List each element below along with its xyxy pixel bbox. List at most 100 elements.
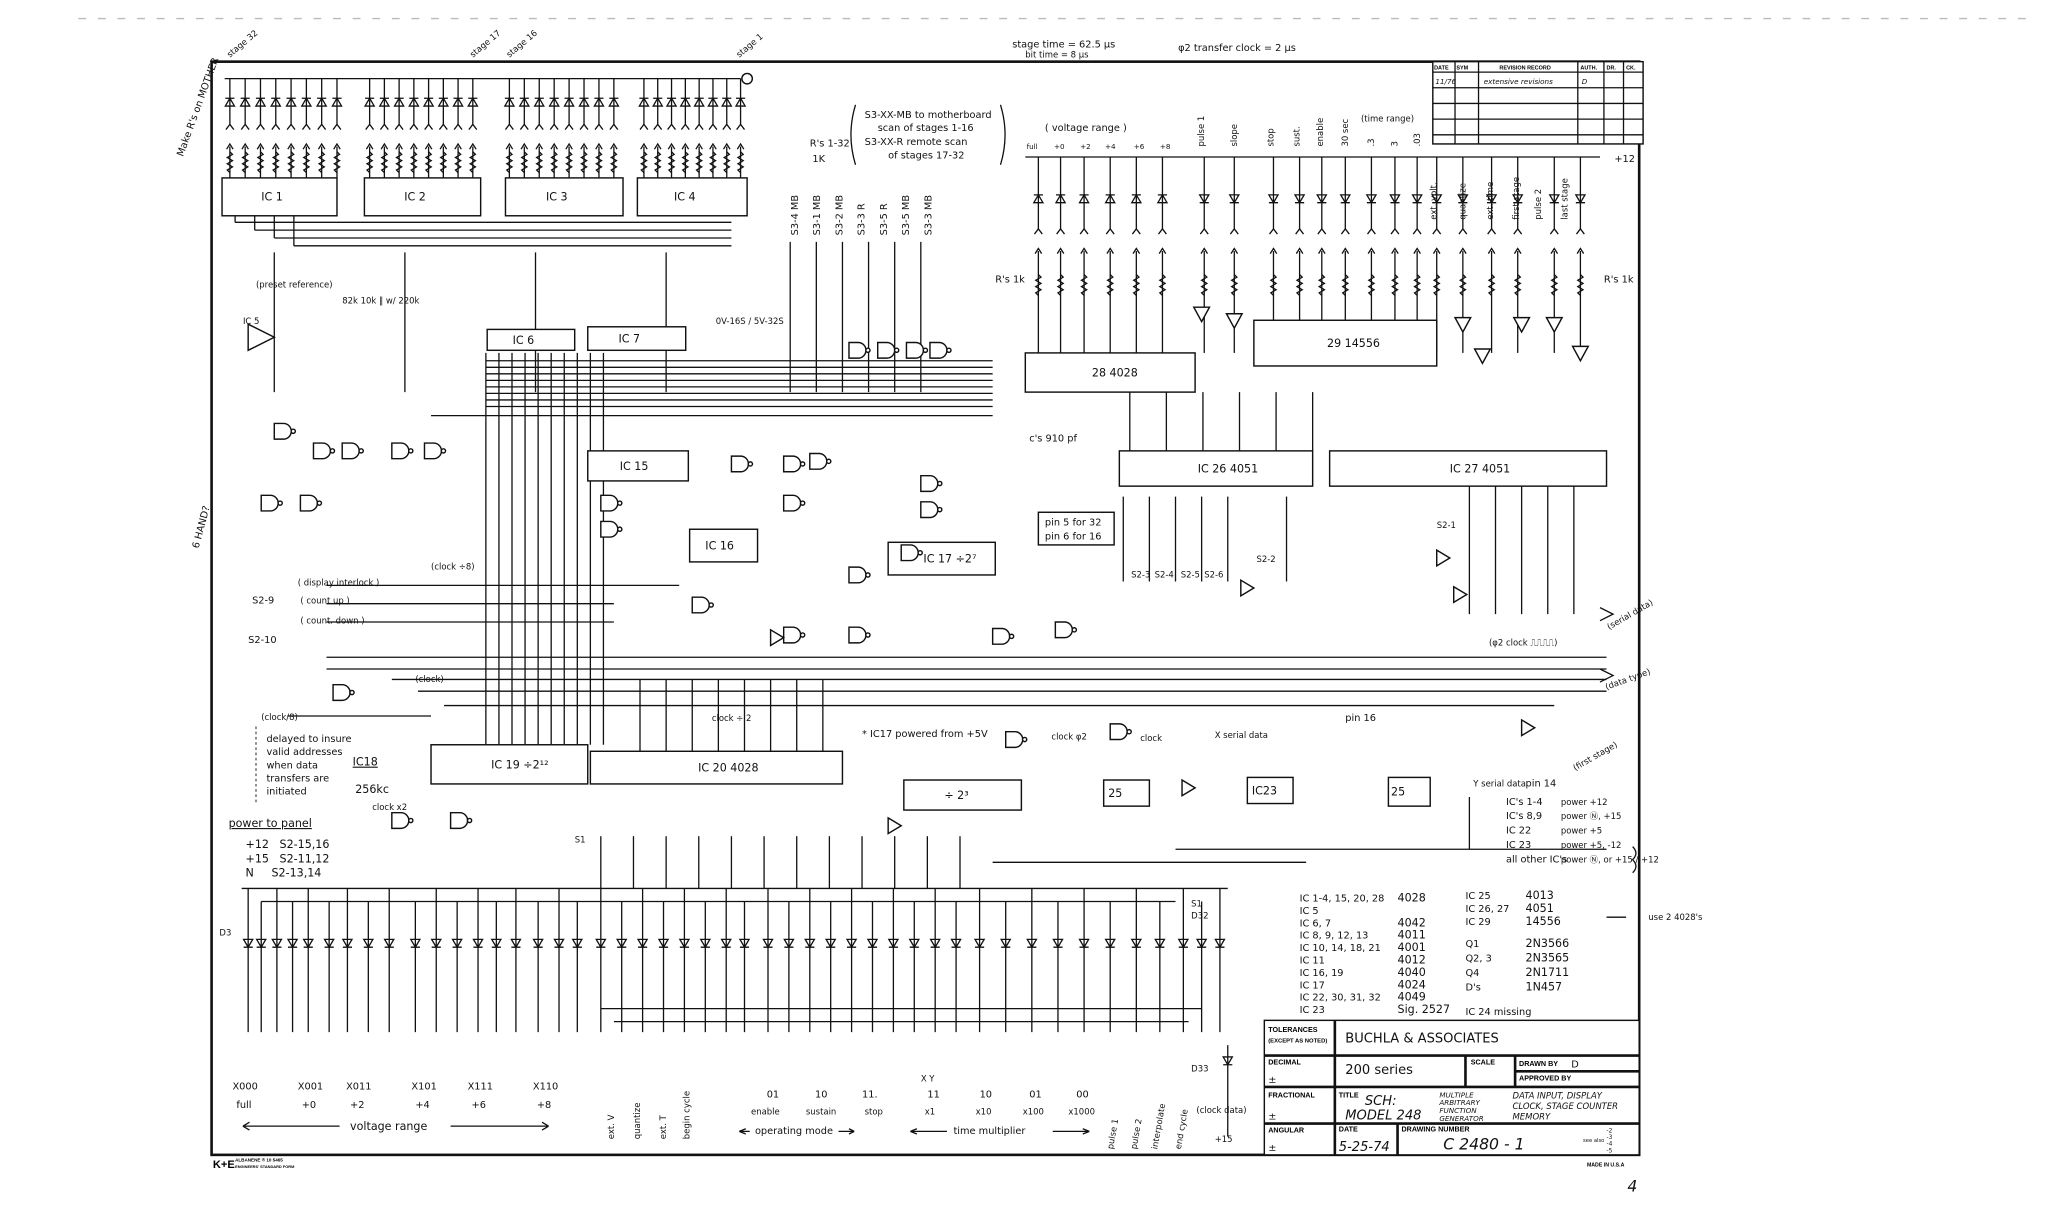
voltage-range-value: +4 (1105, 142, 1116, 151)
ic24-note: IC 24 missing (1465, 1007, 1531, 1018)
resistor-icon (609, 151, 618, 174)
time-value: x1000 (1068, 1106, 1095, 1116)
title-block-grid (1264, 1020, 1640, 1155)
diode-icon (437, 96, 450, 107)
diode-icon (331, 96, 343, 107)
inverter-bubble-icon (825, 458, 832, 465)
diode-icon (224, 96, 236, 107)
parts-ref: IC 1-4, 15, 20, 28 (1300, 893, 1385, 904)
divider-box (903, 779, 1023, 811)
parts-ref: IC 26, 27 (1465, 904, 1509, 915)
arrow-up-icon (1341, 247, 1350, 254)
arrow-up-icon (667, 142, 676, 150)
inverter-bubble-icon (329, 448, 336, 454)
nand-gate-icon (260, 494, 279, 512)
drawing-number-label: DRAWING NUMBER (1401, 1125, 1470, 1133)
ic20-box (589, 750, 844, 785)
parts-value: 1N457 (1526, 980, 1563, 993)
parts-ref: IC 8, 9, 12, 13 (1300, 931, 1369, 942)
arrow-up-icon (317, 142, 326, 150)
diode-icon (1512, 194, 1524, 205)
connector-icon (1229, 227, 1239, 235)
arrow-up-icon (271, 142, 280, 150)
nand-gate-icon (423, 442, 443, 460)
diode-icon (408, 96, 420, 107)
function-label: ext. volt. (1429, 182, 1439, 219)
power-to-panel-title: power to panel (229, 817, 312, 830)
parts-ref: IC 29 (1465, 917, 1490, 928)
diodes (224, 96, 1587, 1067)
ic-label: IC 6 (513, 334, 535, 347)
arrow-up-icon (1269, 247, 1278, 254)
voltage-value: +6 (472, 1100, 486, 1111)
arrow-up-icon (535, 142, 544, 150)
inverter-bubble-icon (865, 347, 871, 354)
nand-gate-icon (782, 455, 802, 473)
power-note-value: power +5, -12 (1561, 840, 1622, 850)
inverter-bubble-icon (799, 632, 806, 638)
inverter-bubble-icon (865, 632, 871, 638)
pulse-label: end cycle (1173, 1108, 1190, 1150)
nand-gate-icon (991, 627, 1011, 645)
inverter-bubble-icon (936, 506, 943, 513)
pm-sign: ± (1268, 1075, 1276, 1086)
s3-label: S3-5 MB (901, 195, 912, 236)
parts-value: 4012 (1398, 954, 1426, 967)
switch-label: S2-5 (1181, 570, 1200, 580)
connector-icon (286, 123, 296, 130)
diode-icon (467, 96, 479, 107)
time-value: x1 (925, 1106, 935, 1116)
inverter-icon (1192, 306, 1211, 324)
diode-icon (315, 96, 328, 107)
resistor-note: 1K (812, 154, 825, 165)
arrow-up-icon (505, 142, 514, 150)
parts-value: 4042 (1398, 916, 1426, 929)
nand-gate-icon (920, 474, 939, 493)
diode-symbol (866, 938, 879, 949)
parts-value: 14556 (1526, 915, 1561, 928)
rail-label: +12 (1614, 154, 1635, 165)
diode-symbol (1222, 1056, 1234, 1067)
control-label: quantize (632, 1103, 642, 1140)
ic-label: 25 (1108, 787, 1122, 800)
mode-code: 11. (862, 1089, 878, 1100)
connector-icon (594, 123, 604, 130)
diode-icon (422, 96, 435, 107)
signal-label: clock φ2 (1051, 732, 1086, 742)
ic2-box (363, 177, 482, 217)
diode-icon (1026, 938, 1038, 949)
diode-icon (699, 938, 712, 949)
s3-label: S3-5 R (879, 203, 890, 235)
node-n-icon (741, 72, 754, 85)
voltage-value: +0 (302, 1100, 316, 1111)
resistor-icon (256, 151, 265, 174)
inverter-bubble-icon (936, 480, 943, 487)
diode-symbol (422, 96, 435, 107)
switch-label: S2-10 (248, 635, 276, 646)
resistor-icon (365, 151, 374, 174)
output-arrow-icon (1599, 607, 1615, 683)
ic-label: IC 16 (705, 539, 734, 552)
mode-value: enable (751, 1106, 780, 1116)
power-note-value: power +5 (1561, 826, 1602, 836)
nand-gate-icon (905, 341, 925, 359)
diode-symbol (503, 96, 516, 107)
angular-label: ANGULAR (1268, 1127, 1305, 1135)
arrow-up-icon (653, 142, 662, 150)
arrow-up-icon (1367, 247, 1376, 254)
resistor-icon (640, 151, 648, 174)
stage-label: stage 1 (734, 31, 765, 59)
diode-symbol (1104, 938, 1116, 949)
diode-icon (285, 96, 297, 107)
diode-symbol (315, 96, 328, 107)
resistor-icon (380, 151, 389, 174)
delayed-note-line: delayed to insure (266, 734, 351, 745)
sheet-ref: -3 (1607, 1135, 1613, 1141)
arrow-up-icon (565, 142, 573, 150)
diode-icon (973, 938, 986, 949)
resistor-icon (1056, 274, 1065, 296)
diode-icon (1228, 194, 1240, 205)
diode-symbol (533, 96, 545, 107)
